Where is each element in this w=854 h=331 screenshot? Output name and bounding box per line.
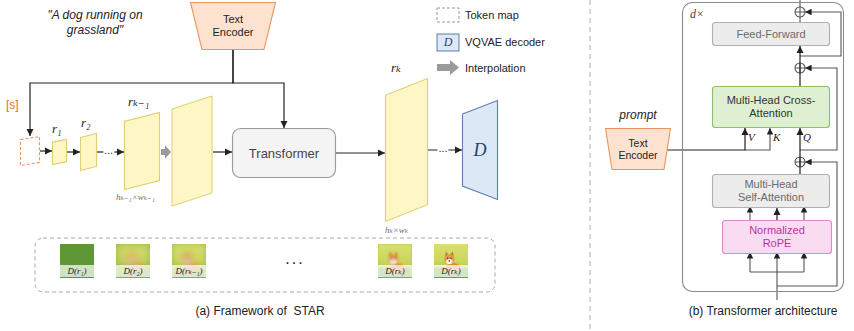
text-encoder: Text Encoder: [190, 2, 276, 50]
thumbnail: [411, 221, 490, 301]
legend-label: Interpolation: [465, 61, 526, 75]
token-map-outline: [52, 139, 67, 165]
decoded-strip: [35, 238, 495, 292]
node-label: r₂: [81, 115, 91, 131]
legend-label: Token map: [465, 8, 519, 22]
node-label: Transformer: [249, 146, 319, 161]
subfigure-caption: (b) Transformer architecture: [643, 304, 854, 318]
rope-box-shape: [723, 221, 832, 254]
token-map: rₖhₖ×wₖ: [385, 78, 428, 222]
connector: [67, 151, 80, 152]
thumbnail: [149, 221, 228, 301]
size-label: hₖ×wₖ: [385, 225, 408, 235]
thumbnail-label: D(rₖ): [434, 265, 468, 277]
ellipsis: ...: [260, 250, 330, 268]
self-attention-box: Multi-Head Self-Attention: [712, 174, 830, 208]
arrow: [213, 151, 232, 152]
rope-box: Normalized RoPE: [722, 220, 832, 254]
text-encoder-shape: [606, 129, 671, 170]
legend-label: VQVAE decoder: [465, 35, 545, 49]
thumbnail-label: D(rₖ₋₁): [172, 265, 206, 277]
transformer-block: Transformer: [232, 128, 336, 178]
vqvae-decoder: D: [462, 100, 498, 200]
node-label: Text Encoder: [207, 13, 259, 39]
token-map-outline: [80, 133, 97, 171]
size-label: hₖ₋₁×wₖ₋₁: [116, 192, 155, 202]
decoder-symbol: D: [437, 34, 459, 51]
node-label: Feed-Forward: [736, 28, 805, 40]
thumbnail: [93, 221, 172, 301]
self-attention-box-shape: [713, 175, 830, 208]
feed-forward-box-shape: [713, 23, 830, 46]
cross-attention-box-shape: [713, 87, 830, 128]
vqvae-decoder-shape: [463, 101, 498, 200]
feed-forward-box: Feed-Forward: [712, 22, 830, 46]
legend-interpolation-sample: [437, 60, 459, 75]
node-label: Multi-Head Self-Attention: [733, 178, 809, 204]
interpolation-arrow: [161, 145, 171, 159]
text-encoder: Text Encoder: [605, 128, 671, 170]
value-label: V: [748, 131, 755, 143]
thumbnail-label: D(r₁): [60, 265, 94, 277]
connector: [336, 152, 385, 153]
thumbnail-label: D(r₂): [116, 265, 150, 277]
transformer-layer: d× Feed-ForwardMulti-Head Cross-Attention…: [682, 2, 844, 292]
edge-label: ...: [437, 143, 448, 154]
key-label: K: [773, 131, 780, 143]
interpolated-token-map: [172, 96, 212, 206]
token-map: r₂: [80, 133, 97, 171]
prompt-label: prompt: [606, 108, 670, 122]
thumbnail: [355, 221, 434, 301]
thumbnail-label: D(rₖ): [378, 265, 412, 277]
connector: [667, 128, 745, 150]
connector: [799, 46, 800, 86]
node-label: d×: [690, 7, 704, 22]
connector: [40, 150, 52, 151]
transformer-layer-shape: [683, 3, 844, 292]
token-map-outline: [385, 78, 428, 222]
start-token-map-outline: [20, 136, 40, 166]
subfigure-caption: (a) Framework of STAR: [120, 304, 400, 318]
node-label: Text Encoder: [613, 137, 663, 161]
generated-image: [377, 0, 690, 316]
text-encoder-shape: [191, 3, 276, 50]
token-map-shape: [81, 134, 97, 171]
query-label: Q: [803, 131, 811, 143]
start-token-map: [s]: [20, 136, 40, 166]
start-token-map-shape: [21, 137, 40, 166]
connector: [776, 208, 777, 220]
node-label: rₖ₋₁: [128, 94, 149, 110]
node-label: [s]: [6, 98, 19, 112]
transformer-block-shape: [233, 129, 336, 178]
edge-label: ...: [103, 145, 114, 156]
connector: [799, 128, 800, 174]
node-label: r₁: [52, 121, 62, 137]
token-map: rₖ₋₁hₖ₋₁×wₖ₋₁: [124, 112, 160, 190]
prompt-text: "A dog running on grassland": [40, 8, 150, 38]
token-map-shape: [53, 140, 67, 165]
node-label: Multi-Head Cross-Attention: [723, 94, 819, 120]
thumbnail: [60, 244, 94, 278]
panel-divider: [590, 0, 591, 331]
node-label: D: [474, 140, 487, 161]
connector: [233, 50, 284, 128]
legend-token-sample: [437, 8, 459, 22]
node-label: Normalized RoPE: [742, 224, 812, 250]
cross-attention-box: Multi-Head Cross-Attention: [712, 86, 830, 128]
node-label: rₖ: [391, 60, 401, 76]
token-map-shape: [125, 113, 160, 190]
legend-decoder-sample: [437, 34, 459, 51]
token-map: r₁: [52, 139, 67, 165]
token-map-shape: [386, 79, 428, 222]
token-map-outline: [124, 112, 160, 190]
